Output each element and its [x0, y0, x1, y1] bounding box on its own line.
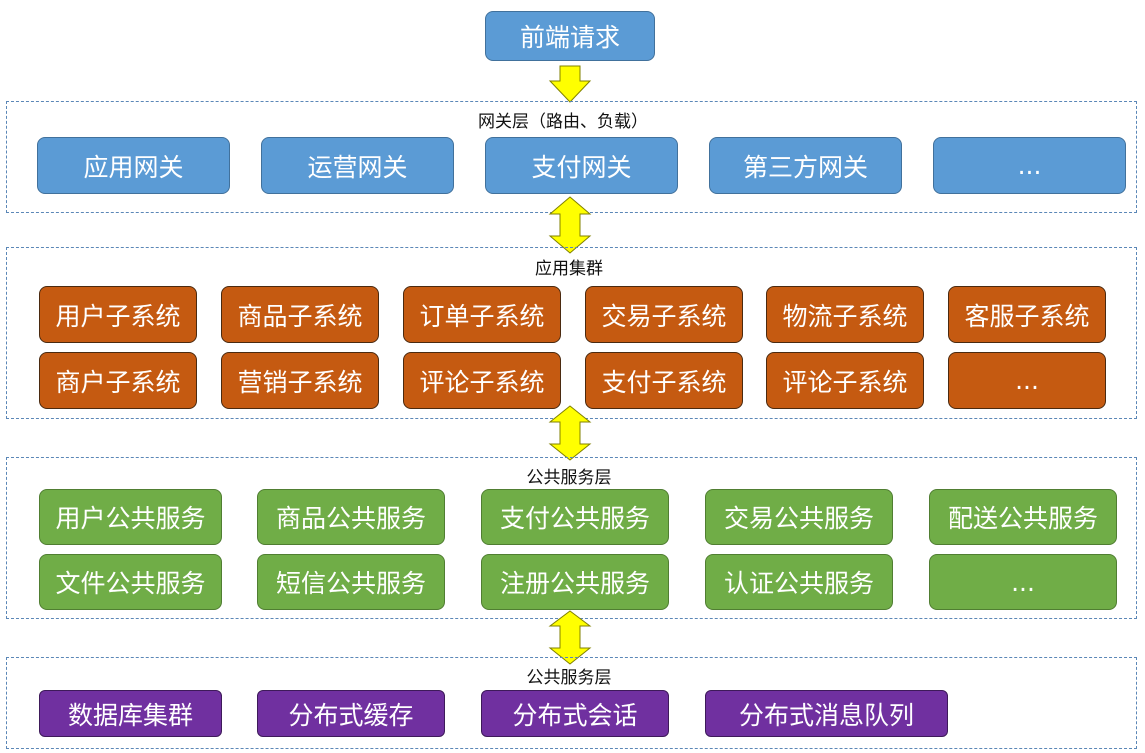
subsystem-node: 客服子系统 — [948, 286, 1106, 343]
double-arrow-icon — [548, 196, 592, 254]
infrastructure-node: 分布式会话 — [481, 690, 669, 737]
down-arrow-icon — [548, 65, 592, 103]
subsystem-node: 营销子系统 — [221, 352, 379, 409]
service-node: 认证公共服务 — [705, 554, 893, 610]
infrastructure-node: 分布式消息队列 — [705, 690, 948, 737]
infrastructure-node: 分布式缓存 — [257, 690, 445, 737]
subsystem-node: 评论子系统 — [766, 352, 924, 409]
subsystem-node: 交易子系统 — [585, 286, 743, 343]
gateway-node: 支付网关 — [485, 137, 678, 194]
subsystem-node: 商户子系统 — [39, 352, 197, 409]
public-service-title: 公共服务层 — [526, 468, 612, 488]
double-arrow-icon — [548, 610, 592, 665]
service-node: ... — [929, 554, 1117, 610]
service-node: 支付公共服务 — [481, 489, 669, 545]
subsystem-node: 物流子系统 — [766, 286, 924, 343]
service-node: 交易公共服务 — [705, 489, 893, 545]
service-node: 注册公共服务 — [481, 554, 669, 610]
gateway-node: 第三方网关 — [709, 137, 902, 194]
subsystem-node: ... — [948, 352, 1106, 409]
app-cluster-title: 应用集群 — [535, 259, 603, 279]
service-node: 短信公共服务 — [257, 554, 445, 610]
subsystem-node: 商品子系统 — [221, 286, 379, 343]
infrastructure-title: 公共服务层 — [526, 668, 612, 688]
double-arrow-icon — [548, 405, 592, 461]
infrastructure-layer — [6, 657, 1137, 749]
gateway-node: 应用网关 — [37, 137, 230, 194]
gateway-node: 运营网关 — [261, 137, 454, 194]
service-node: 配送公共服务 — [929, 489, 1117, 545]
subsystem-node: 用户子系统 — [39, 286, 197, 343]
service-node: 文件公共服务 — [39, 554, 222, 610]
subsystem-node: 订单子系统 — [403, 286, 561, 343]
subsystem-node: 评论子系统 — [403, 352, 561, 409]
gateway-layer-title: 网关层（路由、负载） — [478, 112, 648, 132]
frontend-request-node: 前端请求 — [485, 11, 655, 61]
subsystem-node: 支付子系统 — [585, 352, 743, 409]
gateway-node: ... — [933, 137, 1126, 194]
service-node: 用户公共服务 — [39, 489, 222, 545]
infrastructure-node: 数据库集群 — [39, 690, 222, 737]
service-node: 商品公共服务 — [257, 489, 445, 545]
